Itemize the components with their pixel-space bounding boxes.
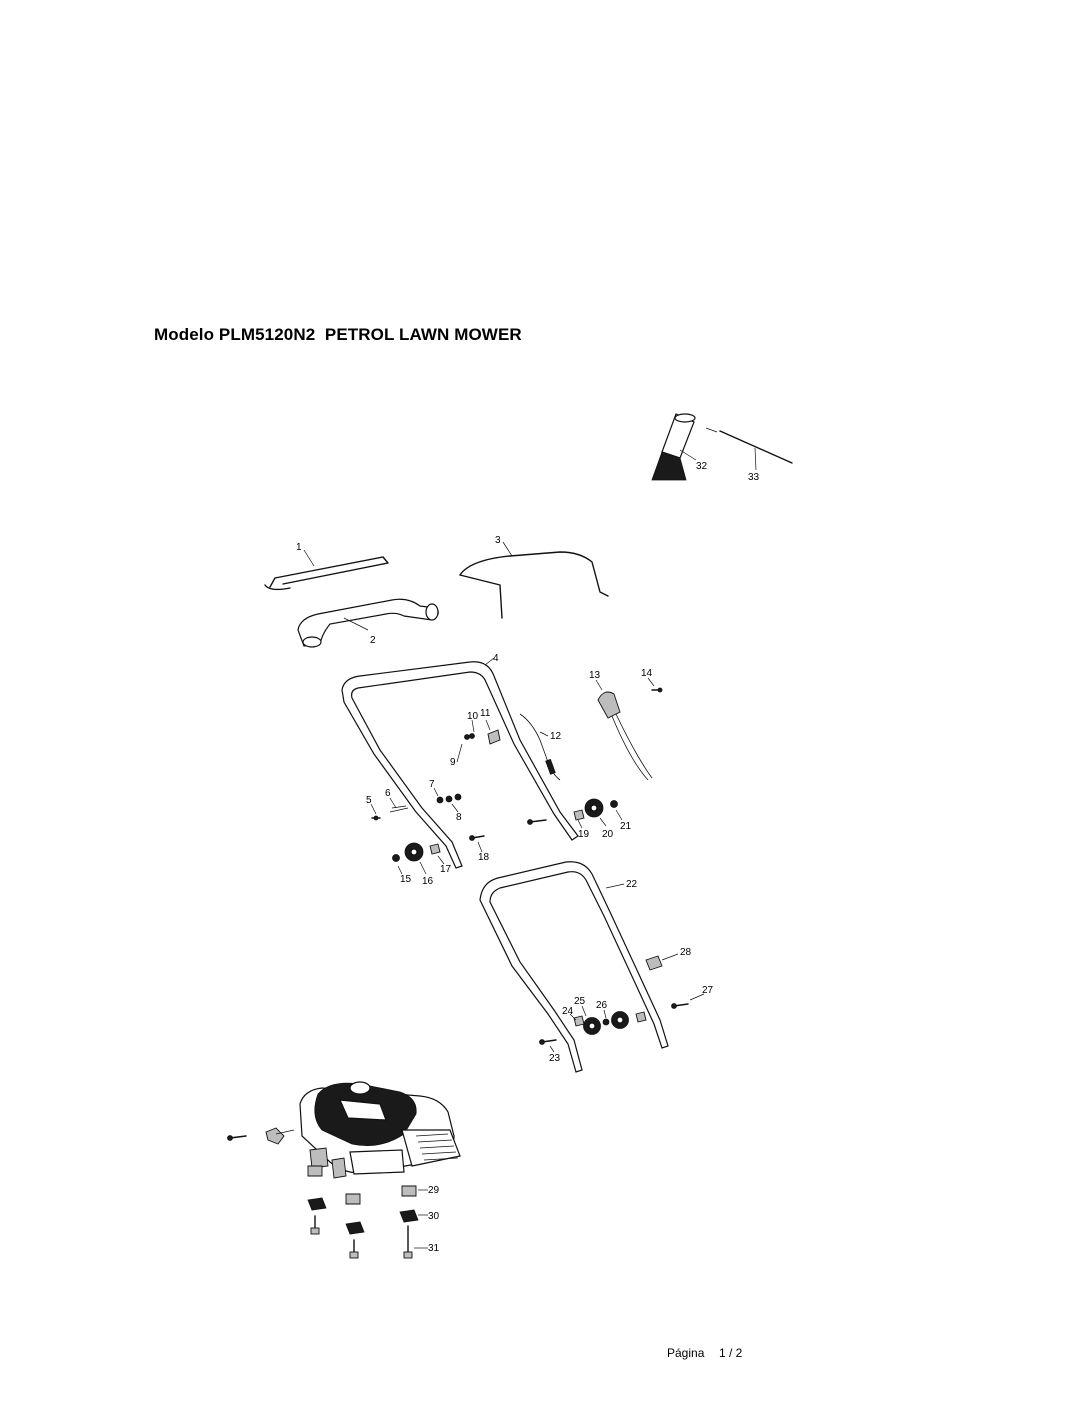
footer-page-label: Página — [667, 1346, 705, 1360]
part-21-washer — [610, 800, 623, 821]
part-1-upper-bar — [264, 549, 389, 591]
callout-16: 16 — [422, 876, 434, 887]
callout-9: 9 — [450, 757, 456, 768]
part-15-washer — [392, 854, 403, 875]
callout-4: 4 — [493, 653, 499, 664]
part-7-nut — [433, 787, 444, 804]
part-18-bolt — [469, 835, 485, 853]
part-23-bolt — [539, 1039, 557, 1053]
part-30-washer-plate — [307, 1197, 428, 1235]
callout-32: 32 — [696, 461, 708, 472]
part-16-handle-knob — [404, 842, 427, 875]
part-26-washer — [602, 1009, 647, 1029]
part-9-screw — [456, 734, 470, 763]
part-25-handle-knob — [581, 1005, 601, 1035]
callout-2: 2 — [370, 635, 376, 646]
part-17-cam-bolt — [429, 843, 445, 865]
part-11-cable-clip — [485, 719, 501, 745]
callout-23: 23 — [549, 1053, 561, 1064]
callout-30: 30 — [428, 1211, 440, 1222]
callout-3: 3 — [495, 535, 501, 546]
callout-27: 27 — [702, 985, 714, 996]
callout-29: 29 — [428, 1185, 440, 1196]
part-32-spark-plug-wrench — [651, 413, 718, 481]
part-22-lower-handle — [479, 861, 669, 1073]
callout-11: 11 — [480, 708, 491, 719]
mower-deck-assembly — [299, 1081, 461, 1179]
callout-20: 20 — [602, 829, 614, 840]
part-2-handle-grip — [297, 598, 439, 648]
callout-25: 25 — [574, 996, 586, 1007]
left-side-bolt — [227, 1127, 295, 1145]
callout-15: 15 — [400, 874, 412, 885]
callout-6: 6 — [385, 788, 391, 799]
part-19-cam-bolt — [527, 809, 585, 829]
part-20-handle-knob — [584, 798, 607, 827]
part-31-deck-bolt — [310, 1215, 428, 1259]
part-3-control-bail — [459, 541, 609, 619]
callout-10: 10 — [467, 711, 479, 722]
callout-26: 26 — [596, 1000, 608, 1011]
callout-21: 21 — [620, 821, 632, 832]
part-33-tommy-bar — [719, 430, 793, 471]
callout-19: 19 — [578, 829, 590, 840]
part-12-control-cable — [519, 713, 561, 781]
callout-14: 14 — [641, 668, 653, 679]
callout-13: 13 — [589, 670, 601, 681]
part-14-screw — [647, 677, 663, 693]
callout-17: 17 — [440, 864, 452, 875]
callout-7: 7 — [429, 779, 435, 790]
part-27-bolt — [671, 993, 705, 1009]
callout-24: 24 — [562, 1006, 574, 1017]
part-4-upper-handle — [341, 657, 579, 869]
part-10-nut — [469, 719, 475, 739]
part-28-cable-guide — [645, 953, 679, 971]
part-5-bolt — [370, 803, 381, 821]
callout-22: 22 — [626, 879, 638, 890]
footer-page-number: 1 / 2 — [719, 1346, 743, 1360]
part-8-nut — [445, 793, 462, 813]
callout-8: 8 — [456, 812, 462, 823]
part-29-nut — [307, 1165, 428, 1205]
callout-28: 28 — [680, 947, 692, 958]
callout-12: 12 — [550, 731, 562, 742]
callout-31: 31 — [428, 1243, 440, 1254]
page-title: Modelo PLM5120N2 PETROL LAWN MOWER — [154, 325, 522, 344]
part-13-throttle-lever — [595, 679, 653, 781]
callout-1: 1 — [296, 542, 302, 553]
callout-18: 18 — [478, 852, 490, 863]
part-6-washer — [389, 797, 409, 813]
callout-5: 5 — [366, 795, 372, 806]
callout-33: 33 — [748, 472, 760, 483]
